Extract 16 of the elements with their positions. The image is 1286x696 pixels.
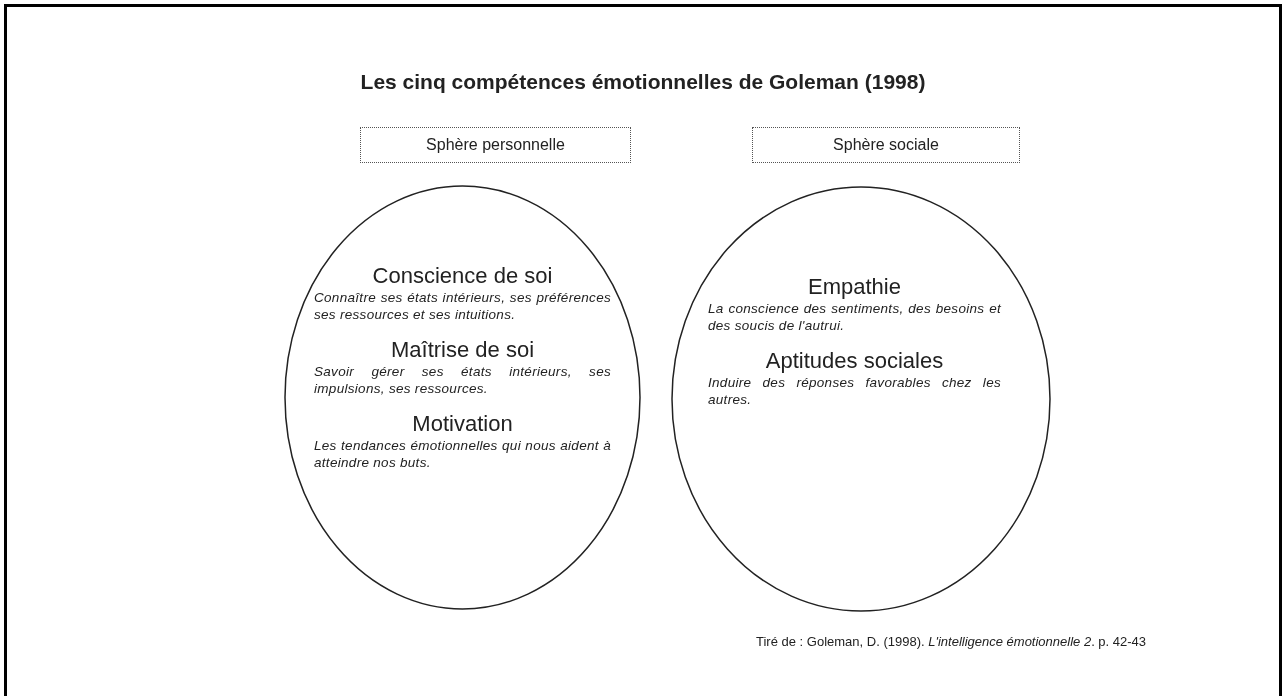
title: Les cinq compétences émotionnelles de Goleman (1998) — [359, 69, 927, 95]
venn-circle — [671, 186, 1051, 612]
sphere-label-box: Sphère personnelle — [360, 127, 631, 163]
sphere-label-box: Sphère sociale — [752, 127, 1020, 163]
competence-heading: Motivation — [411, 411, 514, 437]
competence-heading: Aptitudes sociales — [764, 348, 945, 374]
competence-description: Les tendances émotionnelles qui nous aident à atteindre nos buts. — [314, 437, 611, 471]
competence-description: La conscience des sentiments, des besoins et des soucis de l'autrui. — [708, 300, 1001, 334]
venn-circle — [284, 185, 641, 610]
competence-heading: Empathie — [807, 274, 902, 300]
competence-description: Connaître ses états intérieurs, ses préférences ses ressources et ses intuitions. — [314, 289, 611, 323]
competence-description: Savoir gérer ses états intérieurs, ses impulsions, ses ressources. — [314, 363, 611, 397]
source-caption: Tiré de : Goleman, D. (1998). L'intelligence émotionnelle 2. p. 42-43 — [756, 633, 1147, 651]
competence-heading: Conscience de soi — [371, 263, 554, 289]
competence-heading: Maîtrise de soi — [389, 337, 536, 363]
competence-description: Induire des réponses favorables chez les autres. — [708, 374, 1001, 408]
